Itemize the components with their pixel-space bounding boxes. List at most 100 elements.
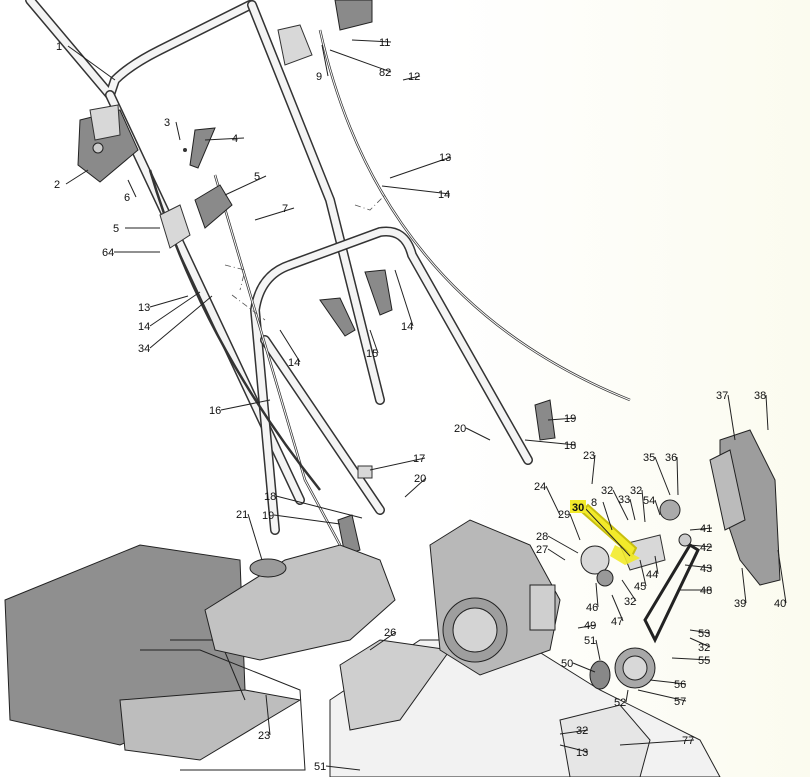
cable-lever-15 (319, 269, 393, 337)
leader-line-40 (777, 549, 787, 604)
handle-clamp-2 (77, 104, 139, 183)
callout-39: 39 (734, 598, 746, 610)
leader-line-13c (559, 744, 589, 753)
leader-line-23a (591, 454, 596, 485)
leader-line-6 (127, 179, 137, 198)
callout-49: 49 (584, 620, 596, 632)
callout-37: 37 (716, 390, 728, 402)
callout-45: 45 (634, 581, 646, 593)
leader-line-44 (654, 555, 659, 575)
callout-18b: 18 (264, 491, 276, 503)
leader-line-4 (204, 137, 245, 141)
leader-line-36 (676, 456, 679, 496)
callout-17: 17 (413, 453, 425, 465)
belt-cover-37 (709, 429, 781, 586)
leader-line-54 (654, 499, 661, 516)
callout-64: 64 (102, 247, 114, 259)
callout-16: 16 (209, 405, 221, 417)
callout-23b: 23 (258, 730, 270, 742)
leader-line-24 (545, 485, 561, 516)
leader-line-8 (602, 501, 613, 531)
leader-line-32d (689, 637, 711, 648)
callout-51b: 51 (314, 761, 326, 773)
rear-flap-21 (204, 544, 396, 661)
mower-deck (329, 639, 721, 777)
callout-51a: 51 (584, 635, 596, 647)
callout-32b: 32 (630, 485, 642, 497)
callout-21: 21 (236, 509, 248, 521)
leader-line-51b (325, 765, 361, 771)
callout-13c: 13 (576, 747, 588, 759)
leader-line-13a (389, 156, 452, 179)
leader-line-51a (595, 639, 601, 661)
callout-30: 30 (572, 502, 584, 514)
sleeve-17 (357, 465, 373, 479)
assembly-lines (224, 194, 386, 321)
leader-line-45 (639, 559, 647, 587)
callout-32d: 32 (698, 642, 710, 654)
callout-54: 54 (643, 495, 655, 507)
callout-82: 82 (379, 67, 391, 79)
callout-48: 48 (700, 585, 712, 597)
leader-line-12 (402, 75, 421, 81)
bracket-5-upper (194, 184, 233, 229)
callout-3: 3 (164, 117, 170, 129)
rear-wheel-cover-77 (559, 704, 651, 777)
callout-33: 33 (618, 494, 630, 506)
callout-52: 52 (614, 697, 626, 709)
callout-19a: 19 (564, 413, 576, 425)
leader-line-14c (394, 269, 414, 327)
callout-13a: 13 (439, 152, 451, 164)
callout-41: 41 (700, 523, 712, 535)
leader-line-35 (654, 456, 671, 496)
callout-1: 1 (56, 41, 62, 53)
callout-57: 57 (674, 696, 686, 708)
callout-11: 11 (379, 37, 390, 49)
leader-line-29 (569, 513, 581, 541)
leader-line-19b (273, 514, 341, 525)
callout-5b: 5 (113, 223, 119, 235)
callout-12: 12 (408, 71, 420, 83)
callout-18a: 18 (564, 440, 576, 452)
callout-29: 29 (558, 509, 570, 521)
callout-42: 42 (700, 542, 712, 554)
leader-line-21 (247, 513, 263, 561)
callout-55: 55 (698, 655, 710, 667)
leader-line-33 (629, 498, 636, 521)
leader-line-19a (547, 417, 577, 421)
callout-36: 36 (665, 452, 677, 464)
callout-77: 77 (682, 735, 694, 747)
callout-46: 46 (586, 602, 598, 614)
leader-line-77 (619, 739, 695, 746)
callout-38: 38 (754, 390, 766, 402)
wingknob-19b (337, 514, 361, 556)
leader-line-34 (149, 295, 213, 349)
callout-14a: 14 (438, 189, 450, 201)
leader-line-30 (583, 506, 631, 557)
callout-14c: 14 (401, 321, 413, 333)
callout-44: 44 (646, 569, 658, 581)
callout-14d: 14 (288, 357, 300, 369)
callout-13b: 13 (138, 302, 150, 314)
callout-24: 24 (534, 481, 546, 493)
leader-line-20a (465, 427, 491, 441)
leader-line-23b (265, 694, 271, 736)
leader-line-32a (612, 489, 629, 521)
callout-2: 2 (54, 179, 60, 191)
lever-4 (183, 127, 216, 169)
leader-line-17 (369, 457, 426, 471)
control-cables (148, 29, 631, 546)
leader-line-26 (369, 631, 397, 651)
leader-line-11 (351, 39, 392, 43)
leader-line-15 (369, 329, 379, 354)
callout-47: 47 (611, 616, 623, 628)
leader-line-50 (572, 662, 596, 673)
callout-56: 56 (674, 679, 686, 691)
callout-53: 53 (698, 628, 710, 640)
callout-20a: 20 (454, 423, 466, 435)
leader-line-7 (254, 207, 295, 221)
drive-belt (643, 542, 700, 644)
callout-26: 26 (384, 627, 396, 639)
